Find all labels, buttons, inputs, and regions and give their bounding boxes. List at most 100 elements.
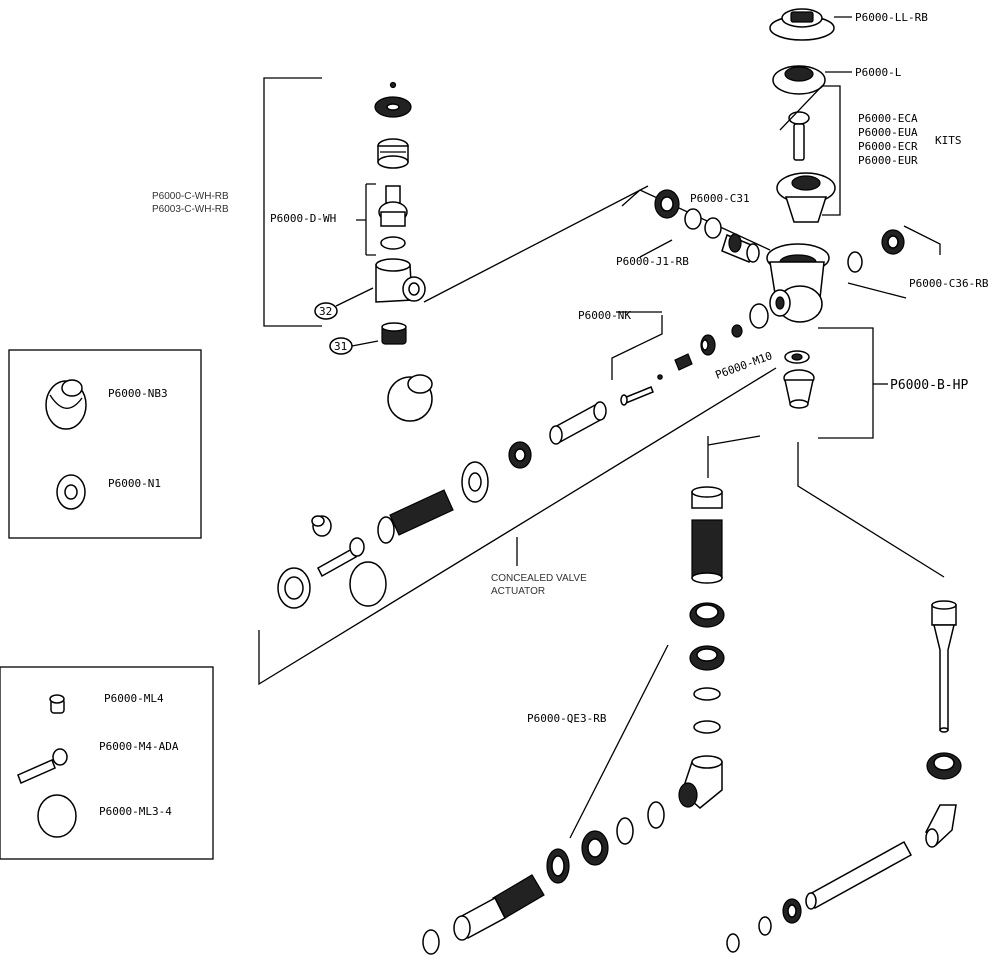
label-ml4: P6000-ML4 [104, 692, 164, 705]
qe3-spud-icon [453, 874, 545, 941]
bonnet-icon [377, 138, 409, 169]
tailpiece-kit: P6000-C31 P6000-J1-RB [616, 189, 760, 268]
c36-rb-group: P6000-C36-RB [847, 225, 989, 299]
m10-nut-icon [731, 324, 743, 338]
c36-o-ring-icon [847, 251, 863, 273]
spud-nut-icon [654, 189, 680, 219]
right-pipe-group [726, 600, 962, 953]
label-c31: P6000-C31 [690, 192, 750, 205]
nk-kit: P6000-NK P6000-M10 [578, 303, 774, 406]
qe3-rb-group: P6000-QE3-RB [422, 486, 725, 955]
o-ring-1-icon [684, 208, 702, 230]
wheel-handle-icon [374, 96, 412, 118]
label-c-wh-rb: P6000-C-WH-RB [152, 191, 229, 202]
label-kits: KITS [935, 134, 962, 147]
plunger-icon [788, 111, 810, 161]
bracket-b-hp [818, 327, 874, 439]
bracket-d-wh [356, 184, 367, 255]
leader-j1-rb [639, 239, 673, 258]
label-l: P6000-L [855, 66, 902, 79]
actuator-push-rod-icon [317, 537, 365, 578]
label-m10: P6000-M10 [714, 349, 774, 382]
slip-nut-1-icon [689, 602, 725, 628]
handle-assembly: 32 31 P6000-C-WH-RB P6003-C-WH-RB P6000-… [152, 77, 433, 422]
ball-icon [657, 374, 663, 380]
tailpiece-icon [721, 233, 760, 264]
bracket-actuator [258, 367, 777, 686]
washer-icon [380, 236, 406, 250]
elbow-icon [678, 755, 723, 809]
qe3-washer-icon [422, 929, 440, 955]
part-ml4-icon [49, 694, 65, 714]
label-m4-ada: P6000-M4-ADA [99, 740, 179, 753]
qe3-o-ring-1-icon [647, 801, 665, 829]
valve-body-icon [766, 243, 830, 323]
o-ring-2-icon [704, 217, 722, 239]
actuator-nut-icon [508, 441, 532, 469]
label-nb3: P6000-NB3 [108, 387, 168, 400]
part-n1-icon [56, 474, 86, 510]
label-ecr: P6000-ECR [858, 140, 918, 153]
cover-stack: P6000-LL-RB P6000-L P6000-ECA P6000-EUA … [769, 8, 962, 223]
branch-right [797, 442, 945, 578]
actuator-cover-disk-icon [349, 561, 387, 607]
slip-nut-2-icon [689, 645, 725, 671]
connector-line-stop [423, 185, 649, 303]
label-eur: P6000-EUR [858, 154, 918, 167]
leader-qe3-rb [569, 644, 669, 839]
label-qe3-rb: P6000-QE3-RB [527, 712, 607, 725]
label-c36-rb: P6000-C36-RB [909, 277, 989, 290]
qe3-o-ring-2-icon [616, 817, 634, 845]
label-n1: P6000-N1 [108, 477, 161, 490]
b-hp-group: P6000-B-HP [783, 327, 968, 439]
spring-icon [674, 353, 693, 371]
cover-ll-rb-icon [769, 8, 835, 41]
label-ll-rb: P6000-LL-RB [855, 11, 928, 24]
right-washer-1-icon [758, 916, 772, 936]
washer-2-icon [693, 687, 721, 701]
stem-cartridge-icon [378, 185, 408, 227]
handle-screw-icon [620, 386, 654, 406]
bushing-icon [700, 334, 716, 356]
label-c-wh-rb-2: P6003-C-WH-RB [152, 204, 229, 215]
cover-l-icon [772, 65, 826, 95]
right-vacuum-pipe-icon [931, 600, 957, 733]
label-eua: P6000-EUA [858, 126, 918, 139]
actuator-parts [277, 401, 607, 609]
right-washer-2-icon [726, 933, 740, 953]
label-ml3-4: P6000-ML3-4 [99, 805, 172, 818]
escutcheon-bell-icon [387, 374, 433, 422]
callout-32-label: 32 [319, 305, 332, 318]
washer-3-icon [693, 720, 721, 734]
qe3-coupling-icon [546, 848, 570, 884]
bracket-c36-rb [847, 225, 941, 299]
callout-31-label: 31 [334, 340, 347, 353]
screw-icon [389, 81, 397, 89]
stop-body-icon [375, 258, 426, 303]
vacuum-pipe-icon [691, 486, 723, 584]
inset-bottom-frame [0, 666, 214, 860]
diaphragm-icon [776, 172, 836, 223]
label-nk: P6000-NK [578, 309, 631, 322]
right-slip-nut-icon [926, 752, 962, 780]
part-m4-ada-icon [17, 748, 68, 785]
vacuum-breaker-icon [783, 350, 815, 409]
actuator-sleeve-icon [549, 401, 607, 445]
right-nut-icon [782, 898, 802, 924]
bracket-c-wh-rb [263, 77, 322, 327]
coupling-nut-icon [381, 322, 407, 345]
m10-o-ring-icon [749, 303, 769, 329]
actuator-bellows-icon [377, 489, 454, 544]
right-elbow-icon [925, 804, 957, 848]
label-concealed-1: CONCEALED VALVE [491, 573, 587, 584]
bracket-j1-rb [621, 189, 771, 251]
label-concealed-2: ACTUATOR [491, 586, 545, 597]
actuator-flange-icon [461, 461, 489, 503]
bracket-kits [779, 85, 841, 216]
c36-nut-icon [881, 229, 905, 255]
label-eca: P6000-ECA [858, 112, 918, 125]
inset-top-frame [8, 349, 202, 539]
right-tailpipe-icon [805, 840, 913, 910]
